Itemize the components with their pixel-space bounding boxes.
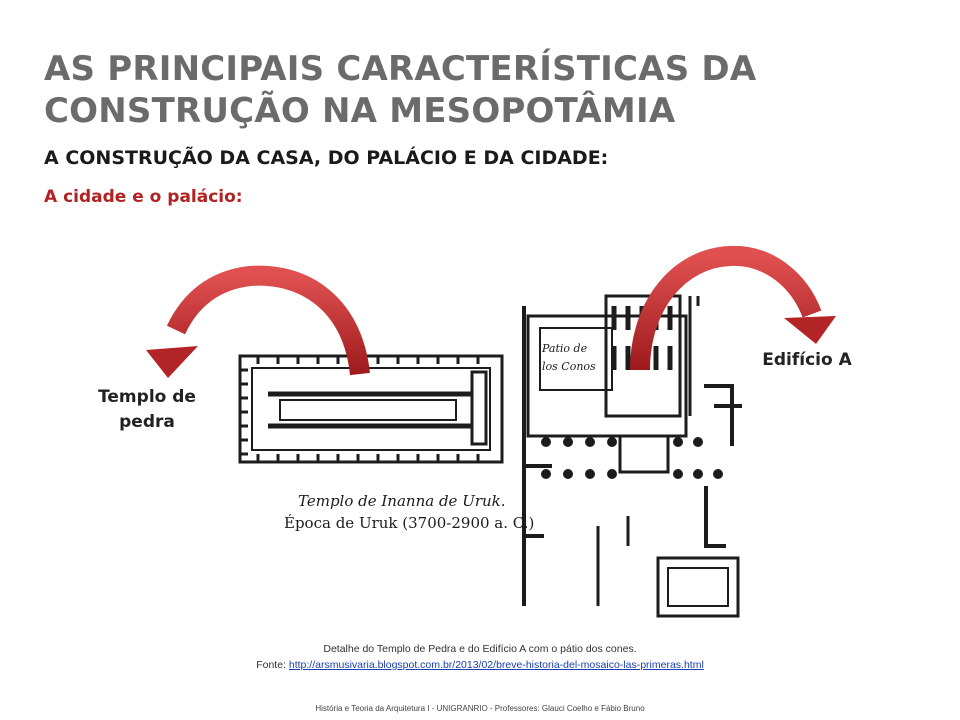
temple-label-line-1: Templo de	[98, 387, 196, 407]
caption-source: Fonte: http://arsmusivaria.blogspot.com.…	[150, 657, 810, 673]
svg-text:Patio de: Patio de	[541, 342, 588, 355]
edificio-label: Edifício A	[762, 350, 852, 370]
section-heading: A cidade e o palácio:	[44, 187, 243, 207]
plan-patio-line-1: Patio de	[541, 342, 588, 355]
floor-plan-image: Patio de los Conos Templo de Inanna de U…	[238, 294, 742, 618]
title-line-1: AS PRINCIPAIS CARACTERÍSTICAS DA	[44, 49, 757, 89]
source-prefix: Fonte:	[256, 659, 289, 671]
temple-label-line-2: pedra	[119, 412, 175, 432]
title-line-2: CONSTRUÇÃO NA MESOPOTÂMIA	[44, 91, 676, 131]
svg-text:Templo de Inanna de Uruk.: Templo de Inanna de Uruk.	[298, 492, 506, 510]
footer-credits: História e Teoria da Arquitetura I - UNI…	[315, 704, 645, 713]
source-link[interactable]: http://arsmusivaria.blogspot.com.br/2013…	[288, 659, 704, 671]
plan-patio-line-2: los Conos	[542, 360, 596, 373]
svg-text:Época de Uruk (3700-2900 a. C.: Época de Uruk (3700-2900 a. C.)	[284, 514, 534, 532]
slide-subtitle: A CONSTRUÇÃO DA CASA, DO PALÁCIO E DA CI…	[44, 147, 609, 169]
caption-text: Detalhe do Templo de Pedra e do Edifício…	[323, 643, 637, 655]
temple-label: Templo de pedra	[84, 385, 210, 435]
temple-plan	[238, 354, 504, 464]
plan-caption-line-2: Época de Uruk (3700-2900 a. C.)	[284, 514, 534, 532]
edificio-a-plan	[522, 294, 742, 618]
slide-title: AS PRINCIPAIS CARACTERÍSTICAS DA CONSTRU…	[44, 48, 924, 132]
plan-caption-line-1: Templo de Inanna de Uruk.	[298, 492, 506, 510]
figure-caption: Detalhe do Templo de Pedra e do Edifício…	[150, 641, 810, 673]
column-rows	[541, 437, 723, 479]
svg-text:los Conos: los Conos	[542, 360, 596, 373]
